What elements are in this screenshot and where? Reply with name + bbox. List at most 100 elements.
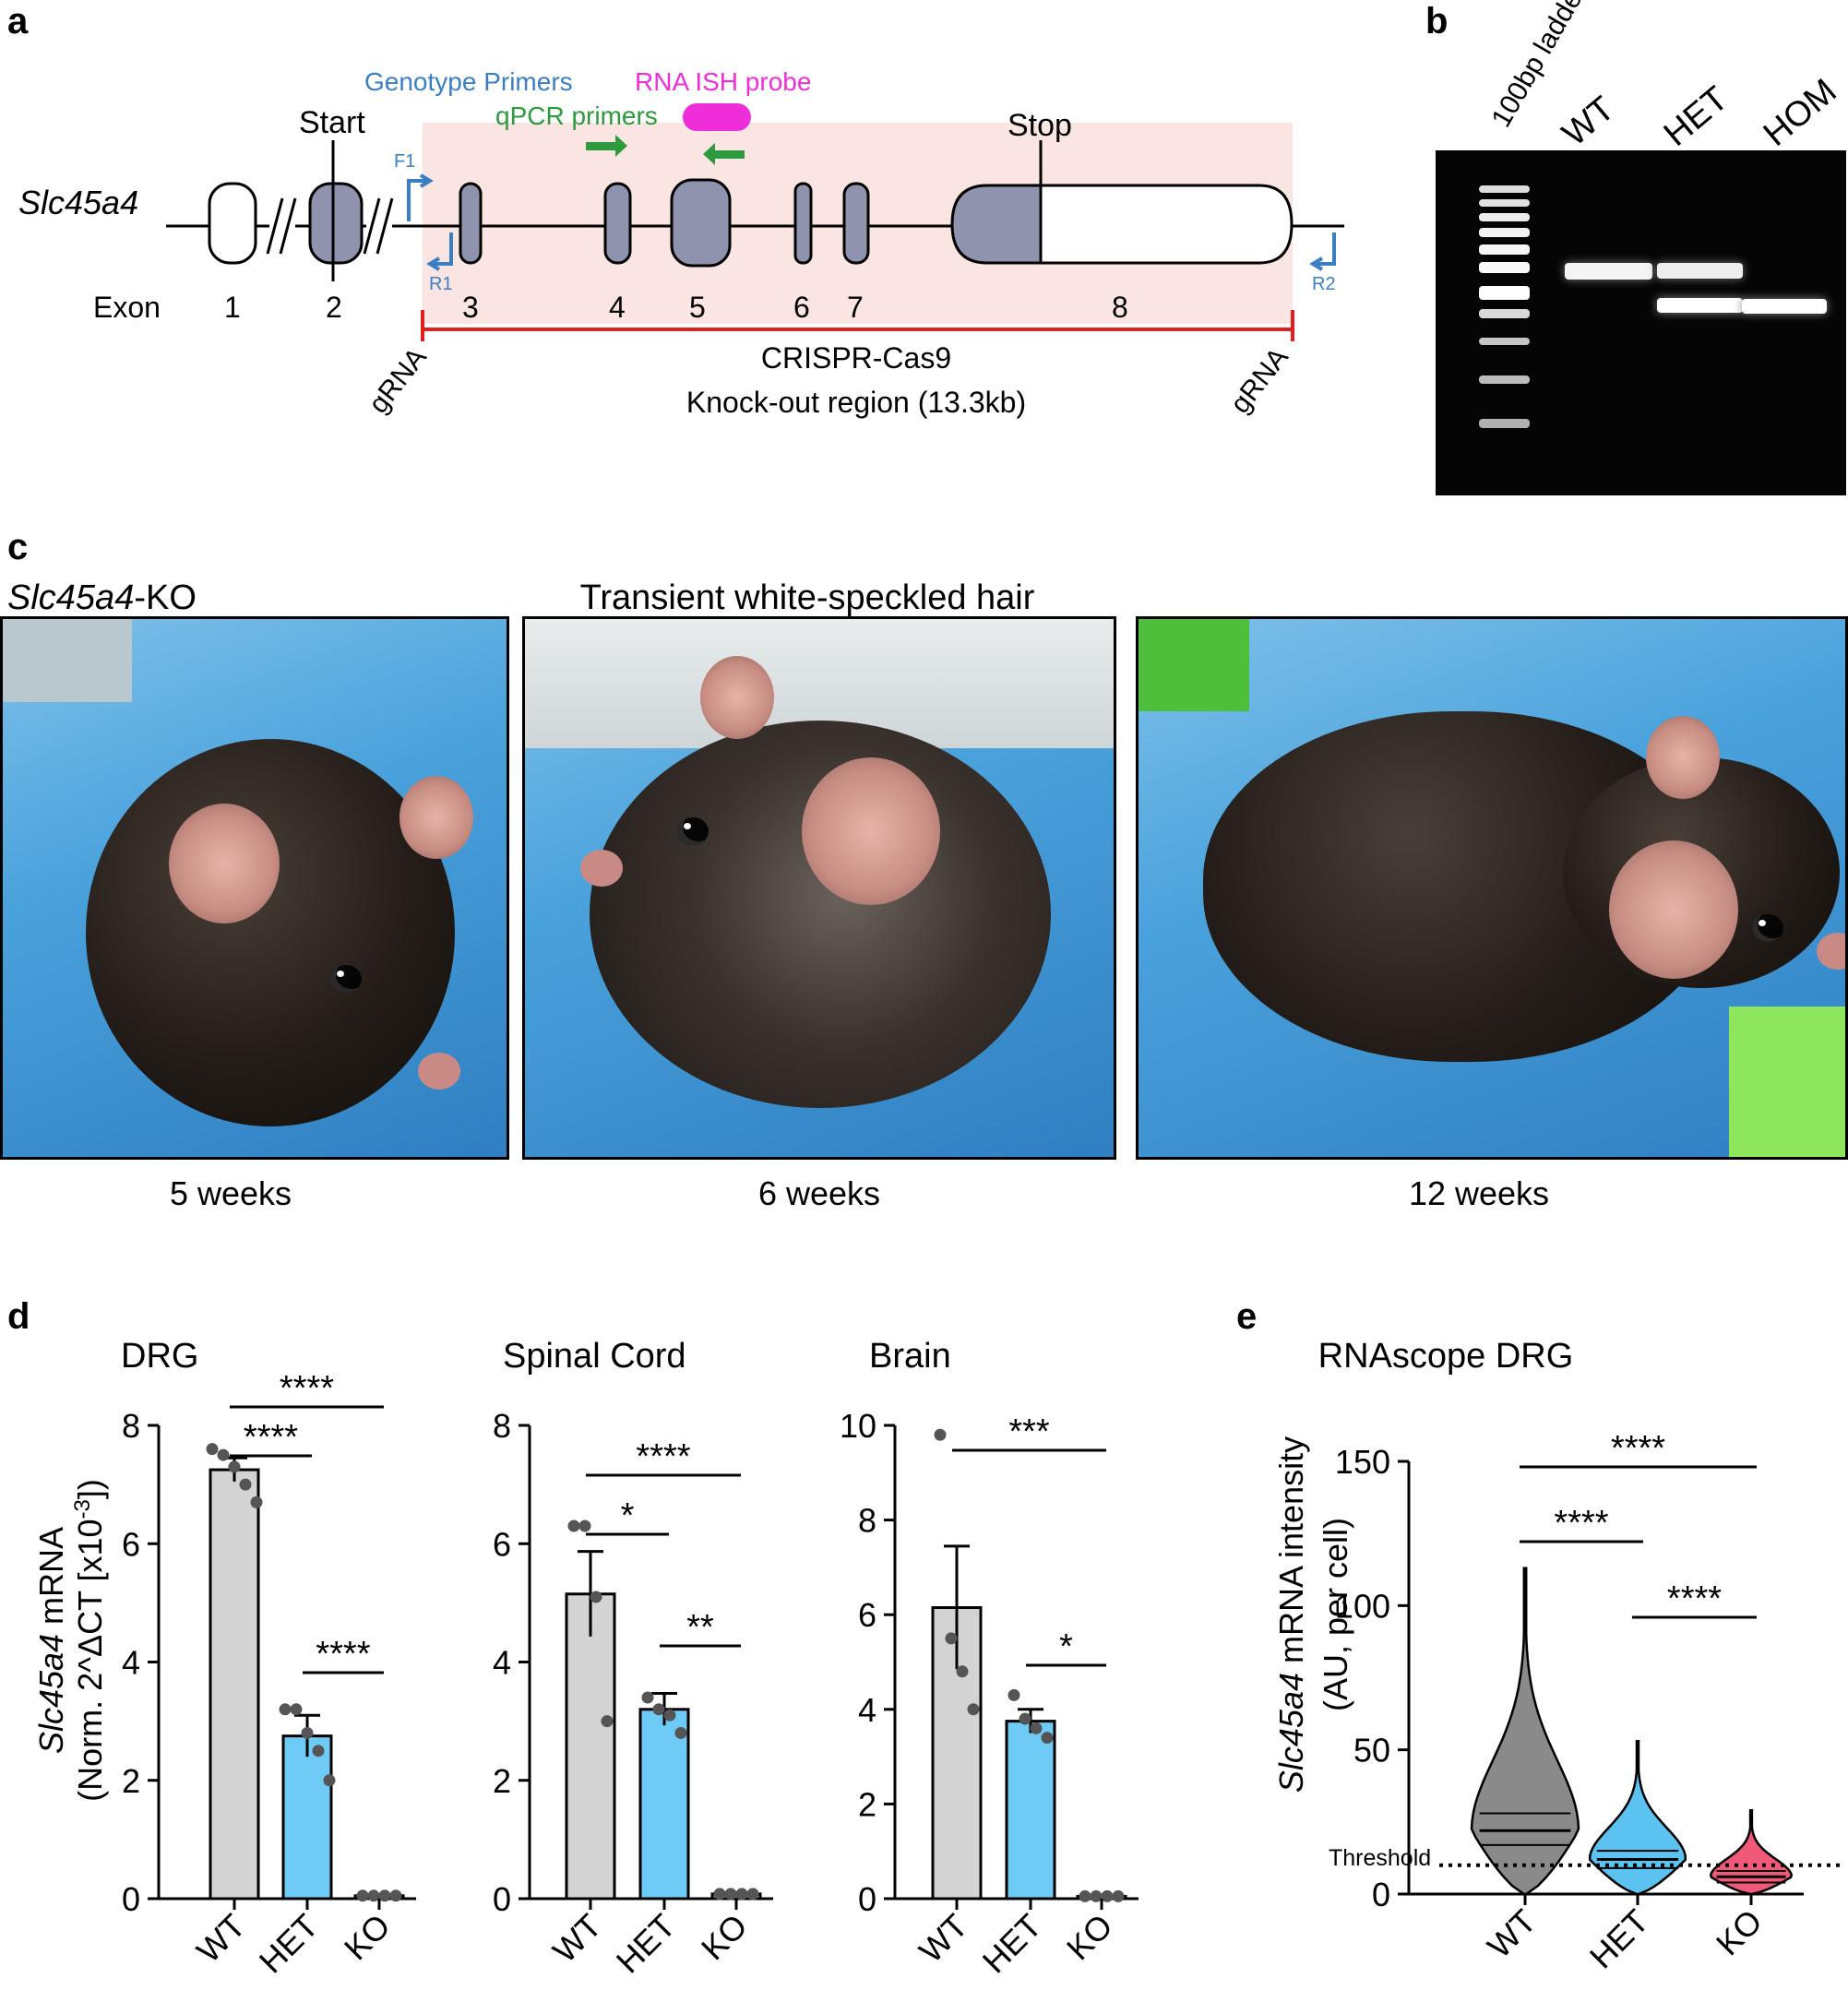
mouse-photo-6-weeks	[522, 616, 1116, 1160]
age-label-6-weeks: 6 weeks	[758, 1174, 880, 1212]
y-tick-label: 0	[858, 1880, 876, 1918]
knockout-genotype-label: Slc45a4-KO	[7, 578, 197, 617]
crispr-label-line1: CRISPR-Cas9	[761, 341, 951, 375]
exon-row-label: Exon	[93, 291, 161, 324]
mouse-photo-12-weeks	[1136, 616, 1848, 1160]
rnascope-y-axis-title: Slc45a4 mRNA intensity	[1272, 1436, 1310, 1793]
break-marks	[266, 197, 394, 255]
x-tick-label: HET	[975, 1907, 1049, 1981]
significance-label: *	[1059, 1627, 1073, 1666]
grna-right-label: gRNA	[1225, 342, 1294, 419]
het-band-upper	[1657, 263, 1743, 279]
ladder-band	[1479, 309, 1530, 318]
x-tick-label: WT	[912, 1907, 975, 1971]
data-point	[1079, 1889, 1091, 1902]
data-point	[713, 1888, 726, 1901]
exon-number-7: 7	[847, 291, 864, 324]
rnascope-y-axis-subtitle: (AU, per cell)	[1317, 1518, 1354, 1711]
genotype-primers-label: Genotype Primers	[364, 67, 573, 96]
y-tick-label: 8	[122, 1407, 140, 1445]
significance-label: *	[621, 1496, 635, 1535]
qpcr-arrow-reverse	[703, 143, 745, 165]
panel-label-d: d	[7, 1296, 30, 1337]
data-point	[389, 1889, 402, 1902]
primer-r1-label: R1	[429, 274, 453, 294]
y-tick-label: 100	[1335, 1587, 1390, 1625]
gel-lane-label-het: HET	[1657, 79, 1735, 154]
data-point	[601, 1715, 614, 1728]
threshold-label: Threshold	[1329, 1845, 1431, 1871]
x-tick-label: KO	[1059, 1907, 1120, 1968]
qpcr-y-axis-subtitle: (Norm. 2^ΔCT [x10-3])	[70, 1479, 110, 1802]
data-point	[1041, 1732, 1054, 1745]
data-point	[250, 1495, 263, 1508]
data-point	[934, 1428, 947, 1441]
y-tick-label: 4	[122, 1644, 140, 1682]
primer-r2-arrow	[1309, 232, 1336, 271]
x-tick-label: WT	[189, 1907, 253, 1971]
mouse-eye	[330, 965, 362, 993]
age-label-12-weeks: 12 weeks	[1409, 1174, 1549, 1212]
exon-number-8: 8	[1112, 291, 1128, 324]
exon-number-6: 6	[793, 291, 810, 324]
mouse-ear	[1609, 840, 1738, 979]
data-point	[367, 1889, 380, 1902]
exon-6	[793, 182, 813, 265]
significance-label: ****	[1667, 1579, 1722, 1618]
qpcr-arrow-forward	[586, 135, 627, 157]
phenotype-title: Transient white-speckled hair	[580, 578, 1035, 617]
y-tick-label: 0	[1372, 1876, 1390, 1913]
exon-8-coding	[950, 184, 1043, 265]
ish-probe-label: RNA ISH probe	[635, 67, 811, 96]
age-label-5-weeks: 5 weeks	[170, 1174, 292, 1212]
data-point	[1019, 1712, 1031, 1725]
x-tick-label: WT	[545, 1907, 609, 1971]
exon-7	[842, 182, 870, 265]
data-point	[312, 1745, 325, 1758]
y-tick-label: 6	[122, 1525, 140, 1563]
chart-title: DRG	[121, 1337, 198, 1376]
significance-label: ****	[1611, 1429, 1665, 1468]
bar-het	[638, 1708, 690, 1901]
mouse-body	[590, 721, 1051, 1108]
mouse-nose	[418, 1053, 460, 1090]
exon-4	[603, 182, 632, 265]
data-point	[956, 1665, 969, 1678]
data-point	[1101, 1889, 1114, 1902]
exon-3	[459, 182, 483, 265]
data-point	[674, 1726, 687, 1739]
y-tick-label: 4	[493, 1644, 511, 1682]
exon-8-utr	[1039, 184, 1294, 265]
hom-band	[1742, 299, 1827, 314]
x-tick-label: KO	[694, 1907, 755, 1968]
wt-band	[1565, 263, 1652, 280]
significance-label: **	[686, 1608, 714, 1647]
data-point	[239, 1478, 252, 1491]
data-point	[1112, 1889, 1125, 1902]
y-tick-label: 2	[122, 1762, 140, 1800]
x-tick-label: KO	[1709, 1902, 1770, 1963]
data-point	[323, 1774, 336, 1787]
mouse-body	[86, 739, 455, 1126]
violin-ko	[1709, 1809, 1794, 1896]
data-point	[290, 1703, 303, 1716]
ish-probe-bar	[683, 103, 751, 131]
significance-label: ****	[316, 1635, 370, 1674]
exon-number-3: 3	[462, 291, 479, 324]
ladder-band	[1479, 419, 1530, 428]
significance-label: ****	[1554, 1504, 1608, 1543]
y-tick-label: 2	[493, 1762, 511, 1800]
primer-f1-arrow	[407, 173, 434, 221]
exon-2	[308, 182, 364, 265]
grna-left-label: gRNA	[364, 342, 433, 419]
y-tick-label: 6	[493, 1525, 511, 1563]
data-point	[378, 1889, 391, 1902]
x-tick-label: KO	[337, 1907, 398, 1968]
y-tick-label: 8	[493, 1407, 511, 1445]
het-band-lower	[1657, 298, 1743, 313]
exon-1	[208, 182, 257, 265]
y-tick-label: 0	[493, 1880, 511, 1918]
data-point	[746, 1888, 759, 1901]
